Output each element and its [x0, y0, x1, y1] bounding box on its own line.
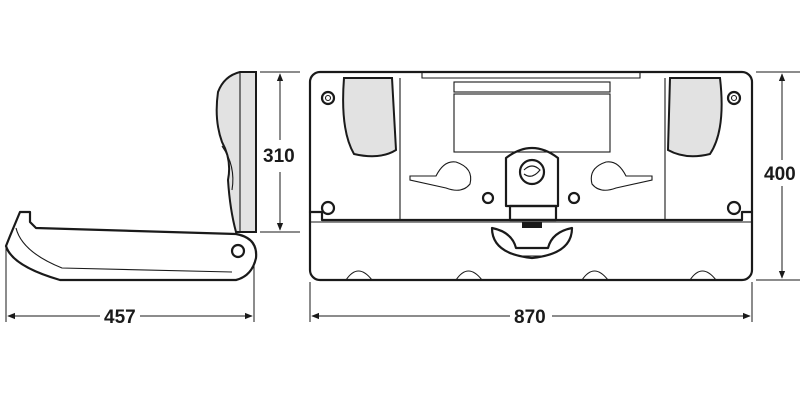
label-panel [453, 93, 611, 153]
screw-inner-left [481, 191, 495, 205]
front-housing [308, 70, 754, 282]
left-side-pad [342, 77, 398, 158]
screw-mid-right [726, 200, 742, 216]
center-buckle [504, 146, 560, 208]
front-tray-lip [308, 210, 754, 222]
dim-side-height: 310 [260, 71, 300, 233]
buckle-release [518, 158, 546, 186]
front-handle [490, 226, 574, 260]
side-tray [4, 210, 258, 282]
screw-mid-left [320, 200, 336, 216]
side-height-label: 310 [263, 146, 295, 167]
side-wall-body [215, 71, 257, 233]
dim-front-height: 400 [756, 71, 800, 281]
screw-top-right [726, 90, 742, 106]
dim-side-depth: 457 [5, 248, 255, 328]
buckle-latch [508, 204, 558, 222]
side-view [4, 71, 258, 282]
front-width-label: 870 [514, 307, 546, 328]
foot-2 [455, 270, 483, 281]
left-strap-holder [409, 161, 472, 191]
side-depth-label: 457 [104, 307, 136, 328]
foot-3 [581, 270, 609, 281]
right-side-pad [666, 77, 723, 158]
front-view [308, 70, 754, 282]
buckle-lock [522, 222, 542, 228]
right-strap-holder [590, 161, 653, 191]
foot-4 [689, 270, 717, 281]
front-height-label: 400 [764, 164, 796, 185]
screw-inner-right [567, 191, 581, 205]
foot-1 [345, 270, 373, 281]
screw-top-left [320, 90, 336, 106]
side-hinge-pivot [230, 243, 246, 259]
dim-front-width: 870 [309, 282, 753, 328]
